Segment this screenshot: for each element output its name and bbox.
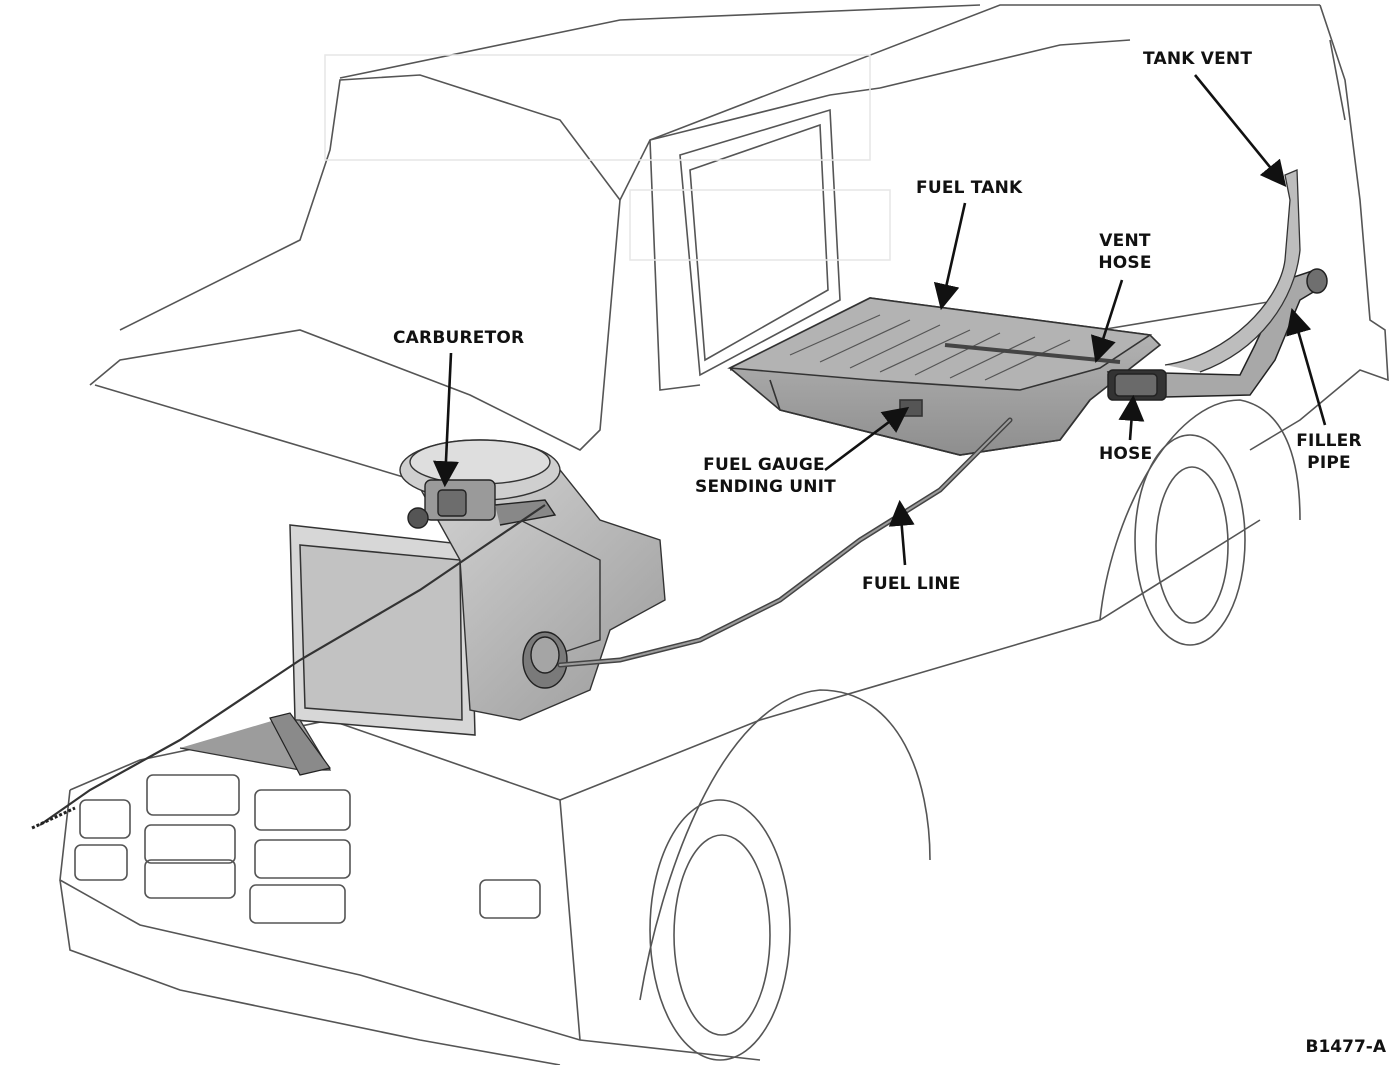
radiator [289, 524, 476, 736]
leader-hose [1118, 394, 1145, 441]
leader-vent-hose [1090, 279, 1124, 363]
label-filler-pipe-line2: PIPE [1307, 453, 1351, 473]
spring [31, 806, 76, 830]
bracket [269, 712, 332, 776]
vent-hose-line [944, 343, 1121, 364]
label-tank-vent: TANK VENT [1143, 49, 1253, 69]
leader-tank-vent [1193, 74, 1287, 188]
filler-pipe-assembly [1106, 268, 1328, 401]
leader-lines [432, 74, 1327, 566]
label-fuel-line: FUEL LINE [862, 574, 961, 594]
fuel-pump [522, 631, 568, 689]
figure-reference: B1477-A [1305, 1037, 1386, 1057]
van-body-outline [59, 4, 1389, 1065]
faint-panel [324, 54, 891, 261]
label-vent-hose-line2: HOSE [1098, 253, 1152, 273]
leader-fuel-gauge [824, 406, 910, 472]
leader-fuel-line [888, 499, 915, 566]
label-filler-pipe-line1: FILLER [1296, 431, 1362, 451]
fuel-tank [727, 297, 1162, 456]
label-carburetor: CARBURETOR [393, 328, 525, 348]
throttle-cable [39, 504, 546, 826]
leader-fuel-tank [933, 202, 967, 311]
grille [74, 774, 351, 924]
leader-carburetor [432, 352, 459, 488]
label-vent-hose-line1: VENT [1099, 231, 1151, 251]
label-fuel-gauge-line1: FUEL GAUGE [703, 455, 825, 475]
leader-filler-pipe [1286, 308, 1327, 426]
label-fuel-gauge-line2: SENDING UNIT [695, 477, 836, 497]
label-fuel-tank: FUEL TANK [916, 178, 1023, 198]
label-hose: HOSE [1099, 444, 1153, 464]
carburetor-unit [407, 479, 557, 529]
